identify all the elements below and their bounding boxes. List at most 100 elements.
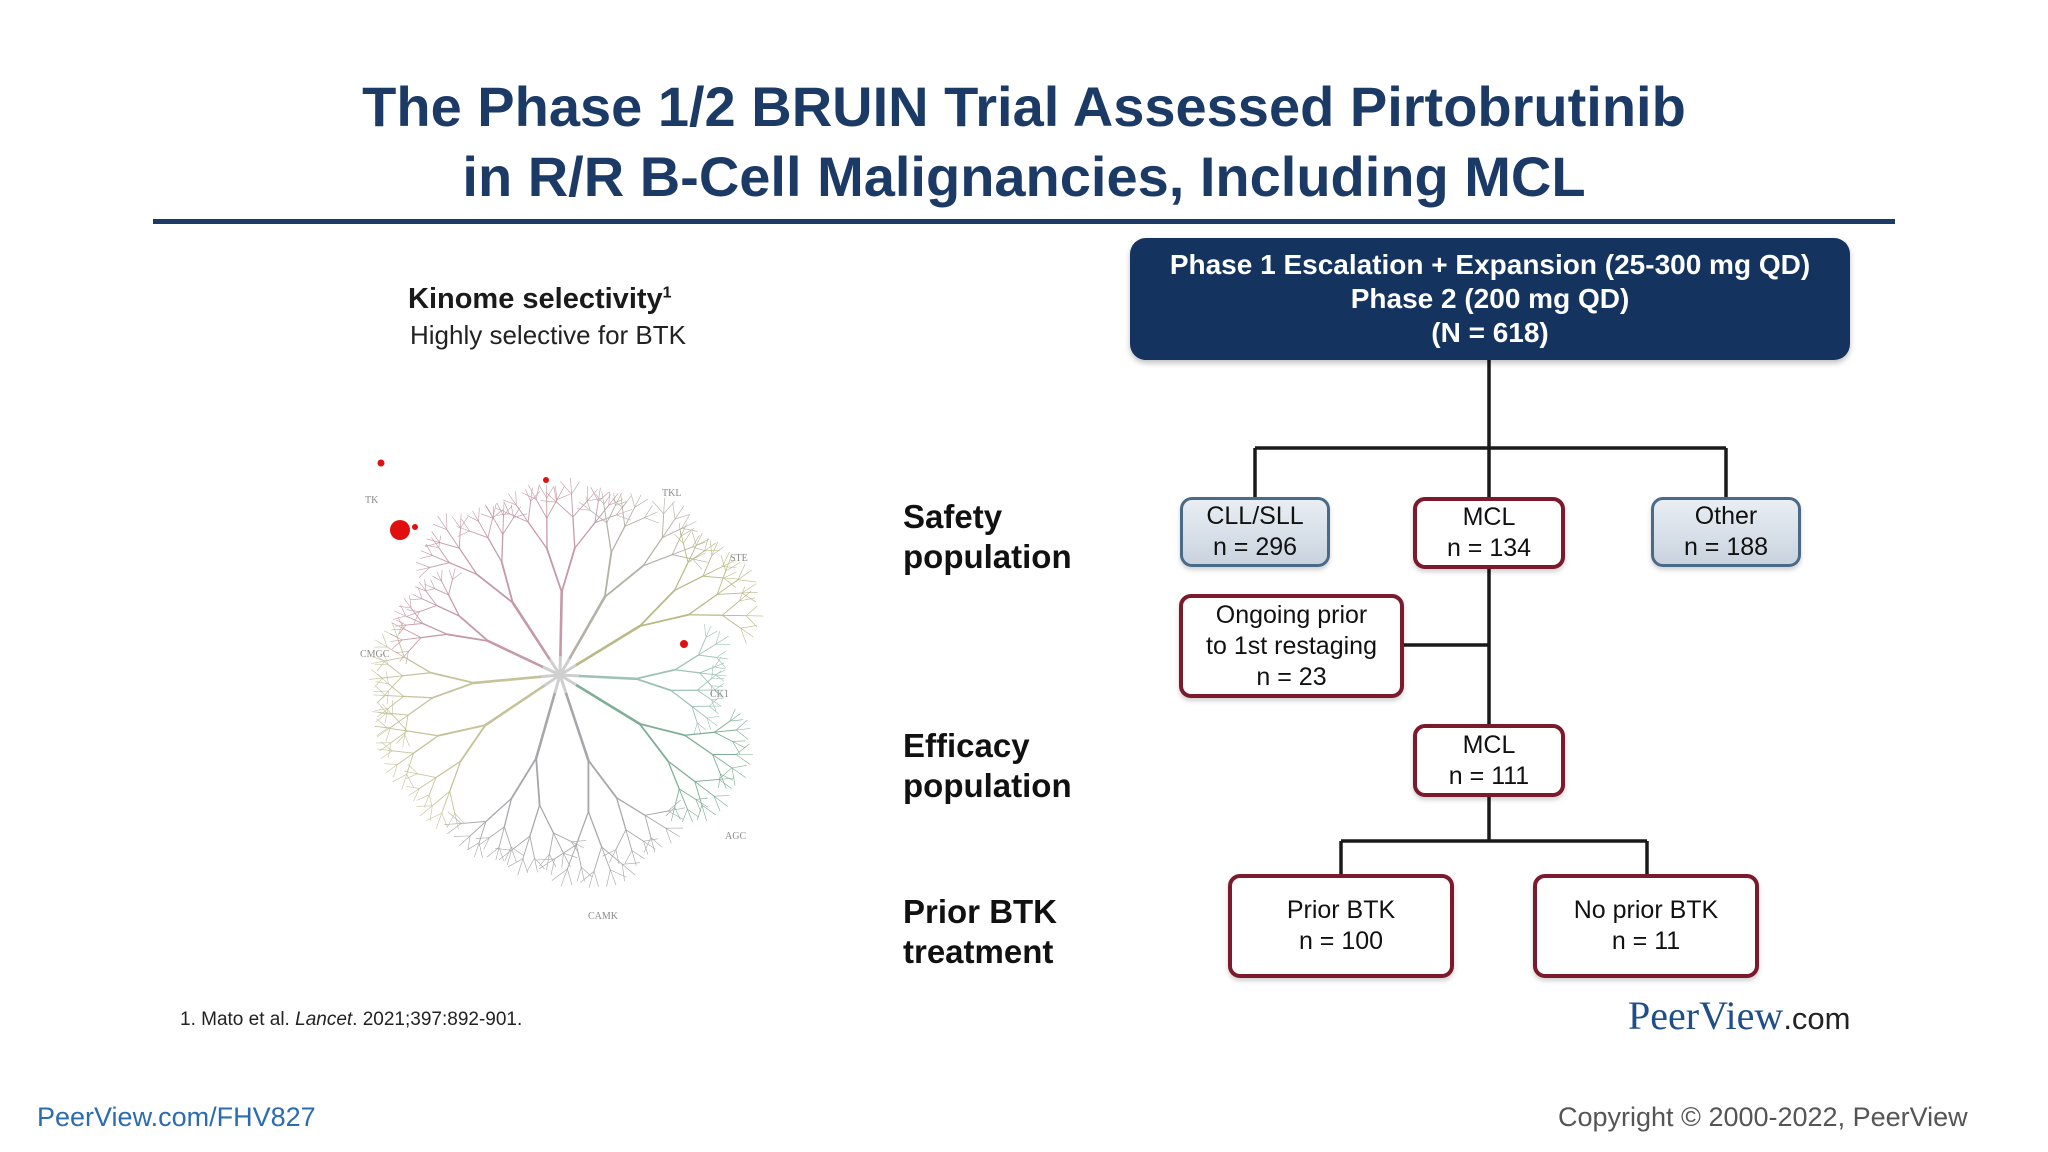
kinome-branch	[392, 615, 407, 620]
safety-label-line-2: population	[903, 538, 1072, 575]
kinome-branch	[503, 826, 512, 848]
kinome-branch	[563, 852, 578, 858]
kinome-branch	[580, 870, 595, 883]
kinome-branch	[384, 695, 405, 697]
kinome-branch	[384, 763, 398, 765]
mcl-efficacy-name: MCL	[1462, 730, 1516, 759]
kinome-branch	[716, 579, 739, 595]
kinome-branch	[395, 619, 407, 626]
kinome-branch	[558, 663, 579, 677]
kinome-branch	[503, 797, 513, 828]
kinome-branch	[404, 714, 409, 735]
kinome-branch	[713, 731, 733, 742]
kinome-branch	[431, 681, 475, 699]
kinome-branch	[574, 522, 596, 549]
kinome-branch	[572, 516, 576, 549]
kinome-branch	[665, 827, 680, 837]
reference-journal: Lancet	[295, 1009, 353, 1030]
kinome-branch	[691, 546, 707, 552]
kinome-branch	[406, 773, 415, 788]
kinome-branch	[597, 487, 601, 502]
kinome-branch	[594, 514, 617, 524]
kinome-branch	[382, 651, 389, 665]
kinome-branch	[622, 496, 632, 508]
kinome-branch	[447, 811, 462, 824]
kinome-branch	[652, 500, 665, 515]
kinome-branch	[422, 622, 448, 635]
kinome-branch	[478, 821, 487, 844]
mcl-efficacy-count: n = 111	[1448, 761, 1530, 790]
kinome-branch	[405, 615, 424, 624]
kinome-branch	[691, 541, 706, 548]
kinome-branch	[565, 692, 590, 762]
kinome-label-agc: AGC	[725, 831, 746, 842]
kinome-branch	[695, 799, 702, 812]
kinome-branch	[474, 842, 480, 858]
kinome-branch	[435, 760, 462, 779]
efficacy-label-line-1: Efficacy	[903, 727, 1030, 764]
kinome-branch	[374, 639, 388, 648]
kinome-branch	[486, 639, 544, 668]
kinome-branch	[665, 806, 676, 817]
kinome-branch	[483, 837, 490, 850]
kinome-heading-text: Kinome selectivity	[408, 283, 663, 315]
kinome-branch	[678, 788, 697, 800]
kinome-branch	[454, 813, 459, 830]
kinome-branch	[558, 673, 582, 678]
kinome-branch	[529, 804, 541, 837]
kinome-branch	[375, 712, 387, 723]
kinome-branch	[575, 811, 590, 846]
kinome-branch	[534, 857, 545, 870]
kinome-branch	[692, 558, 703, 570]
kinome-branch	[708, 705, 719, 715]
kinome-branch	[638, 722, 669, 763]
kinome-label-cmgc: CMGC	[360, 649, 390, 660]
kinome-branch	[714, 662, 725, 668]
kinome-branch	[586, 486, 589, 502]
kinome-branch	[439, 542, 460, 549]
kinome-branch	[625, 829, 633, 852]
kinome-branch	[705, 625, 712, 638]
kinome-branch	[441, 790, 451, 814]
footer-link[interactable]: PeerView.com/FHV827	[37, 1102, 316, 1132]
kinome-branch	[580, 866, 593, 878]
kinome-branch	[475, 573, 514, 604]
kinome-branch	[683, 531, 692, 544]
kinome-branch	[406, 752, 414, 775]
kinome-branch	[687, 808, 699, 818]
kinome-branch	[713, 720, 731, 733]
phase-enrollment-box: Phase 1 Escalation + Expansion (25-300 m…	[1130, 238, 1850, 360]
kinome-hits	[377, 459, 688, 648]
kinome-branch	[412, 594, 423, 600]
kinome-branch	[556, 501, 574, 518]
kinome-branch	[552, 832, 572, 843]
kinome-branch	[469, 530, 489, 539]
kinome-branch	[467, 515, 479, 522]
kinome-branch	[571, 841, 584, 848]
kinome-branch	[403, 656, 432, 674]
kinome-branch	[681, 521, 697, 529]
kinome-branch	[376, 718, 388, 729]
kinome-branch	[731, 764, 747, 769]
kinome-branch	[601, 846, 623, 865]
kinome-branch	[718, 779, 732, 789]
kinome-branch	[697, 636, 707, 656]
kinome-branch	[725, 562, 741, 572]
kinome-branch	[663, 497, 665, 515]
kinome-branch	[545, 492, 558, 503]
kinome-branch	[634, 498, 648, 508]
kinome-branch	[674, 669, 701, 674]
kinome-branch	[540, 500, 558, 503]
kinome-branch	[396, 734, 406, 744]
kinome-branch	[547, 656, 562, 677]
kinome-branch	[436, 604, 460, 617]
kinome-branch	[711, 664, 714, 679]
kinome-branch	[387, 727, 408, 732]
kinome-branch	[405, 623, 424, 626]
kinome-branch	[741, 583, 757, 594]
kinome-branch	[402, 695, 434, 699]
kinome-branch	[697, 654, 718, 658]
ongoing-line-2: to 1st restaging	[1206, 631, 1377, 660]
kinome-branch	[725, 555, 732, 572]
kinome-branch	[452, 568, 456, 580]
